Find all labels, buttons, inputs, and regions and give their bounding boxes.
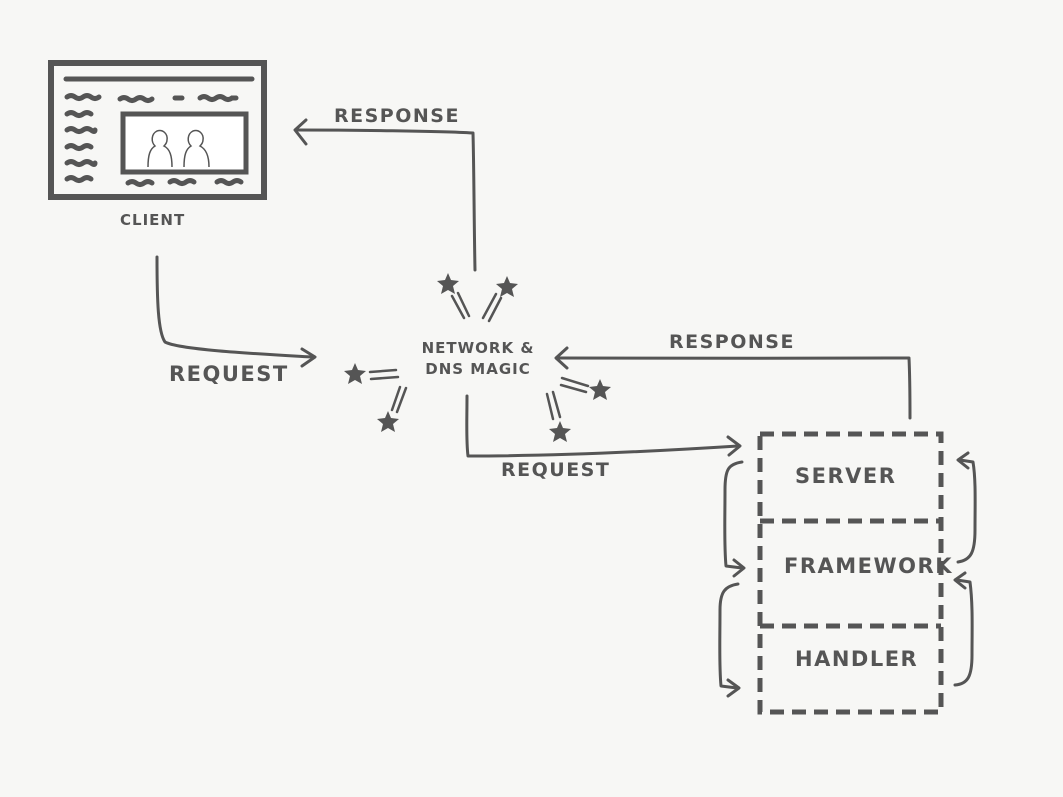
response-label-right: RESPONSE <box>669 331 795 353</box>
response-arrow-network-to-client <box>293 118 477 272</box>
stack-side-arrows <box>718 451 977 698</box>
handler-label: HANDLER <box>795 647 919 671</box>
server-label: SERVER <box>795 464 897 488</box>
network-label-line2: DNS MAGIC <box>425 360 531 378</box>
client-browser-window <box>48 60 267 200</box>
server-stack <box>757 431 944 715</box>
people-silhouette-icon <box>147 129 210 168</box>
sparkle-stars <box>344 273 611 442</box>
response-arrow-server-to-network <box>554 346 912 420</box>
framework-label: FRAMEWORK <box>784 554 953 578</box>
network-label-line1: NETWORK & <box>421 339 535 357</box>
request-arrow-client-to-network <box>155 255 317 368</box>
response-label-top: RESPONSE <box>334 105 460 127</box>
scribble-text-lines <box>64 93 244 187</box>
client-label: CLIENT <box>120 211 186 229</box>
request-label-left: REQUEST <box>169 362 289 386</box>
request-label-bottom: REQUEST <box>501 459 611 481</box>
network-dns-magic-label: NETWORK & DNS MAGIC <box>408 338 548 380</box>
request-arrow-network-to-server <box>465 394 742 458</box>
